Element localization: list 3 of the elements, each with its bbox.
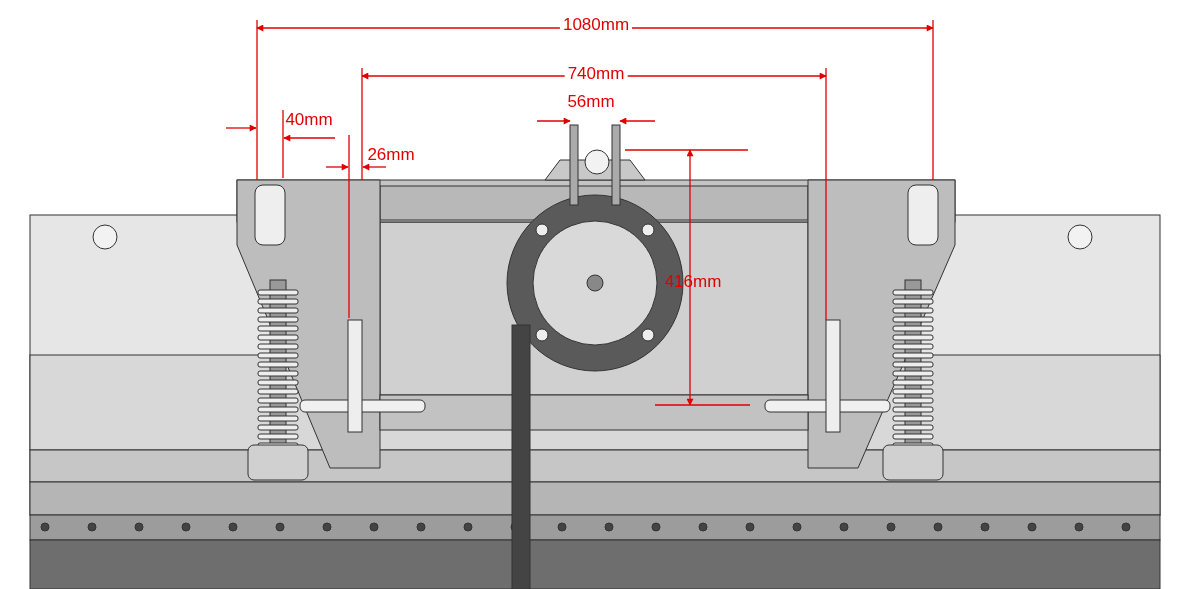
- dimension-label: 56mm: [566, 93, 616, 111]
- dimension-label: 26mm: [366, 146, 416, 164]
- dimension-label: 40mm: [284, 111, 334, 129]
